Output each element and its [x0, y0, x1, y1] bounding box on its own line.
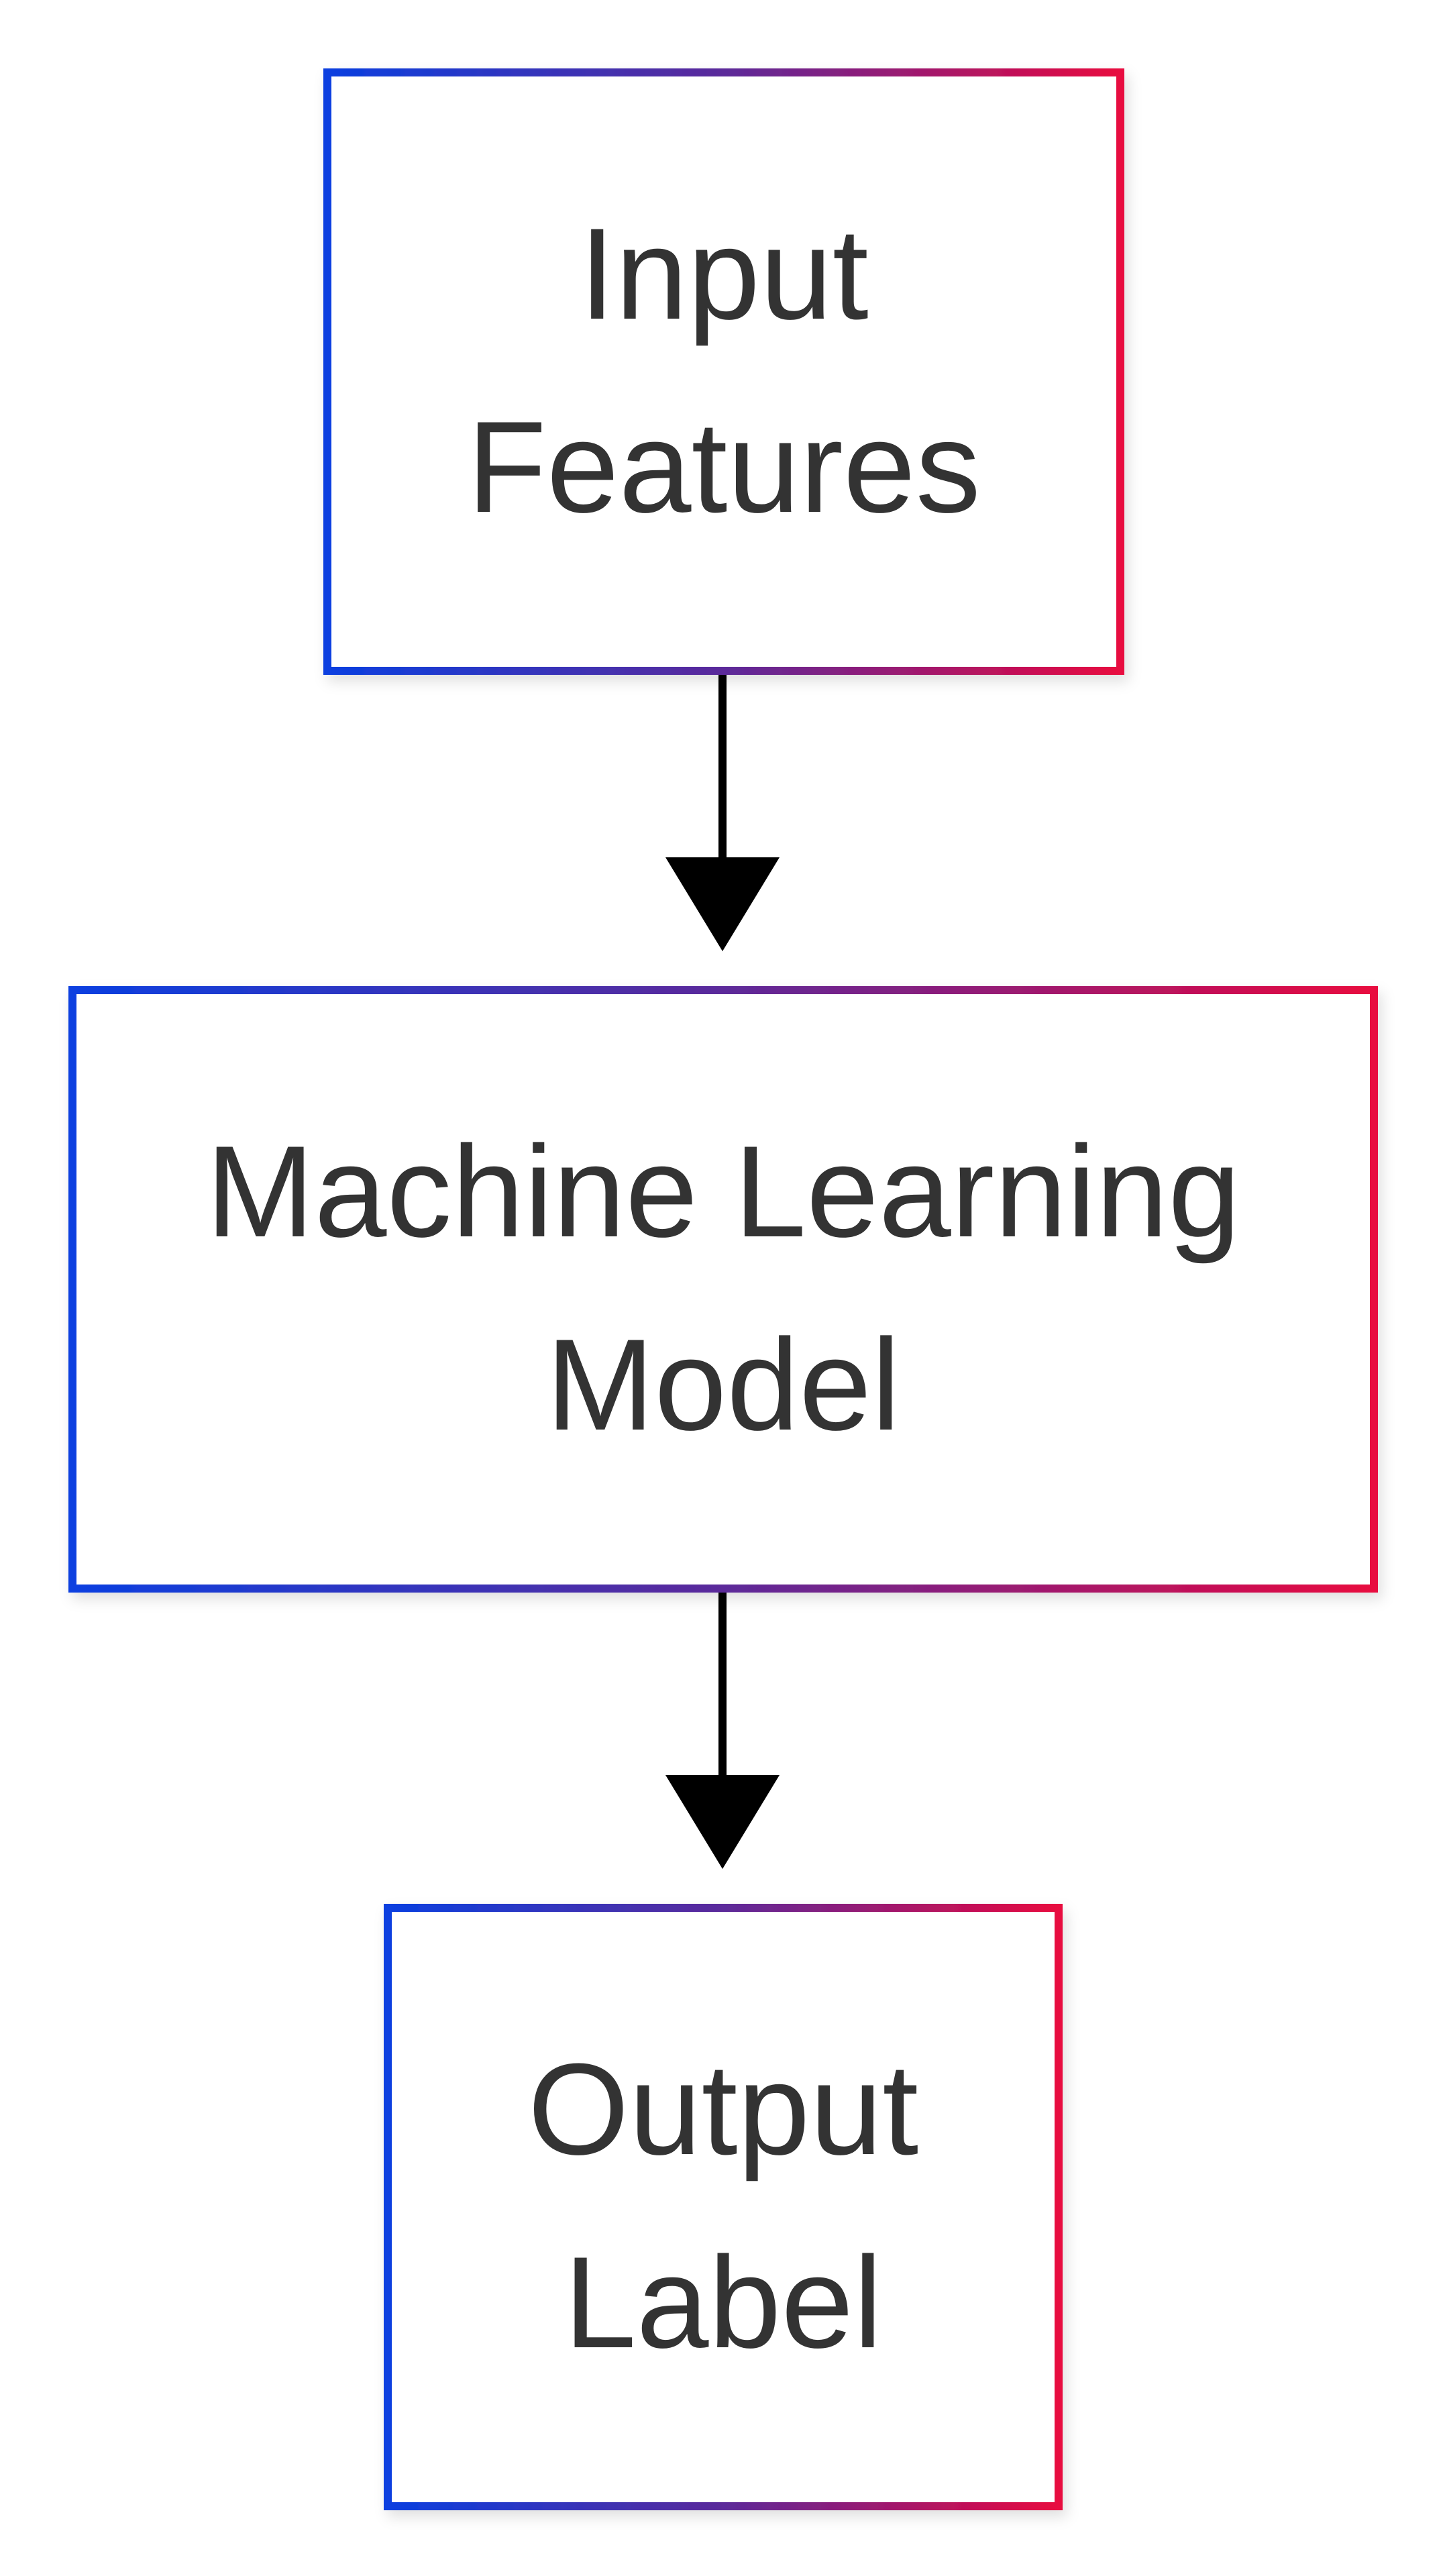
node-input-features: Input Features	[323, 68, 1124, 675]
arrowhead-icon	[665, 857, 780, 951]
node-machine-learning-model: Machine Learning Model	[68, 986, 1378, 1593]
arrowhead-icon	[665, 1775, 780, 1869]
edge-model-to-output	[665, 1589, 780, 1869]
node-label-line-1: Output	[528, 2037, 918, 2182]
edge-input-to-model	[665, 671, 780, 951]
node-label-line-1: Machine Learning	[206, 1119, 1240, 1265]
node-box	[68, 986, 1378, 1593]
node-label-line-2: Model	[546, 1312, 900, 1458]
node-label-line-2: Features	[467, 394, 981, 540]
node-label-line-1: Input	[579, 201, 868, 347]
node-output-label: Output Label	[384, 1904, 1063, 2510]
node-label-line-2: Label	[564, 2230, 883, 2375]
node-box	[384, 1904, 1063, 2510]
node-box	[323, 68, 1124, 675]
